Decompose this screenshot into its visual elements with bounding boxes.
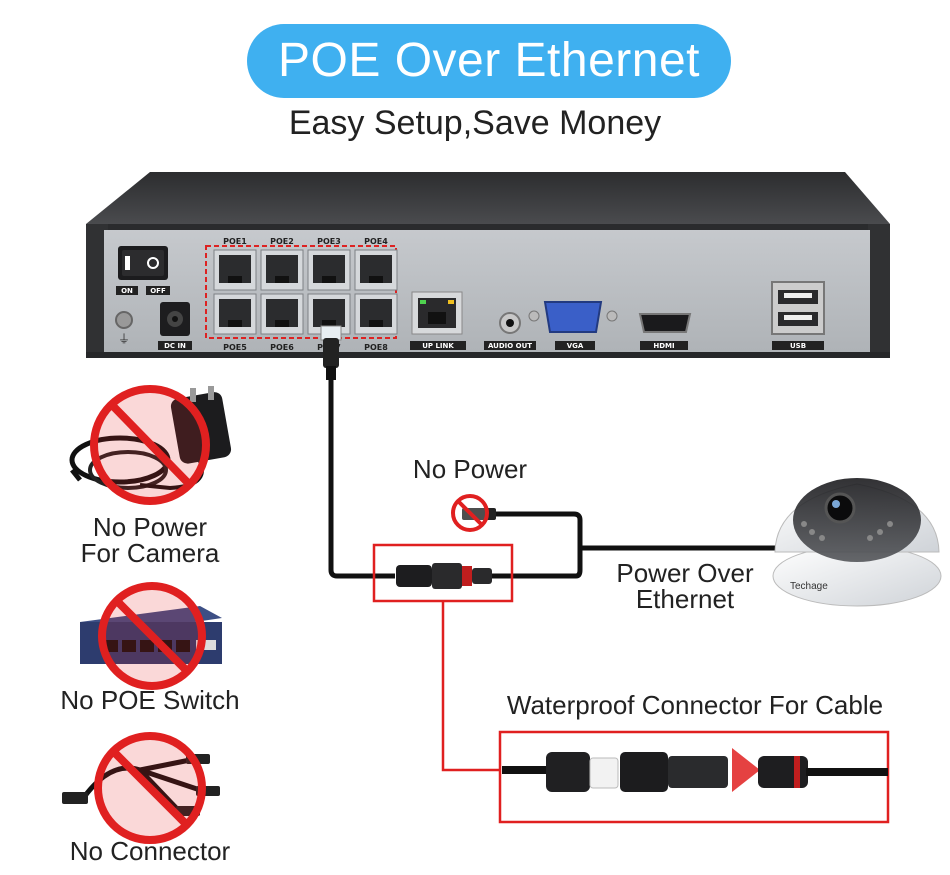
- vga-label: VGA: [567, 342, 584, 350]
- no-power-icon: [451, 494, 496, 532]
- usb-ports: USB: [771, 281, 825, 350]
- poe-port-group: [205, 245, 398, 339]
- switch-on-label: ON: [121, 287, 133, 295]
- poe-label: Power Over Ethernet: [590, 560, 780, 612]
- no-power-camera-line1: No Power: [92, 512, 208, 542]
- vga-port: VGA: [528, 301, 618, 350]
- nvr-recorder: ON OFF ⏚ DC IN POE1 POE2 POE3 POE4 POE5 …: [86, 172, 890, 358]
- page-title: POE Over Ethernet: [247, 24, 731, 98]
- no-power-adapter-icon: [69, 385, 232, 505]
- no-poe-switch-label: No POE Switch: [60, 685, 240, 715]
- switch-off-label: OFF: [150, 287, 166, 295]
- no-power-camera-line2: For Camera: [80, 538, 220, 568]
- port-label-poe5: POE5: [223, 343, 247, 352]
- usb-label: USB: [790, 342, 806, 350]
- poe-port-1: [213, 249, 257, 291]
- ethernet-cable: [320, 325, 780, 579]
- dome-camera-icon: Techage: [772, 478, 942, 607]
- uplink-label: UP LINK: [422, 342, 454, 350]
- uplink-port: UP LINK: [410, 291, 466, 350]
- port-label-poe8: POE8: [364, 343, 388, 352]
- waterproof-connector: [498, 730, 890, 824]
- poe-port-3: [307, 249, 351, 291]
- port-label-poe4: POE4: [364, 237, 388, 246]
- highlight-connector-line: [441, 601, 500, 772]
- poe-port-6: [260, 293, 304, 335]
- no-power-label: No Power: [412, 454, 528, 484]
- page-subtitle: Easy Setup,Save Money: [288, 104, 662, 142]
- port-label-poe6: POE6: [270, 343, 294, 352]
- power-switch: ON OFF: [116, 246, 170, 295]
- poe-port-4: [354, 249, 398, 291]
- hdmi-port: HDMI: [638, 313, 692, 350]
- no-connector-label: No Connector: [69, 836, 231, 866]
- poe-connector: [372, 543, 514, 603]
- no-poe-switch-icon: [80, 582, 222, 690]
- port-label-poe3: POE3: [317, 237, 341, 246]
- poe-label-line2: Ethernet: [635, 584, 735, 614]
- port-label-poe2: POE2: [270, 237, 294, 246]
- ground-screw-icon: [115, 311, 133, 329]
- no-connector-icon: [62, 732, 220, 844]
- no-power-camera-label: No Power For Camera: [40, 514, 260, 566]
- poe-port-2: [260, 249, 304, 291]
- poe-port-5: [213, 293, 257, 335]
- hdmi-label: HDMI: [653, 342, 674, 350]
- port-label-poe1: POE1: [223, 237, 247, 246]
- camera-brand-label: Techage: [790, 581, 828, 592]
- audio-out-port: AUDIO OUT: [484, 312, 536, 350]
- svg-text:⏚: ⏚: [118, 332, 130, 346]
- poe-label-line1: Power Over: [616, 558, 754, 588]
- dc-in-port: DC IN: [158, 302, 192, 350]
- waterproof-label: Waterproof Connector For Cable: [506, 690, 884, 720]
- dc-in-label: DC IN: [164, 342, 186, 350]
- audio-out-label: AUDIO OUT: [488, 342, 532, 350]
- poe-port-8: [354, 293, 398, 335]
